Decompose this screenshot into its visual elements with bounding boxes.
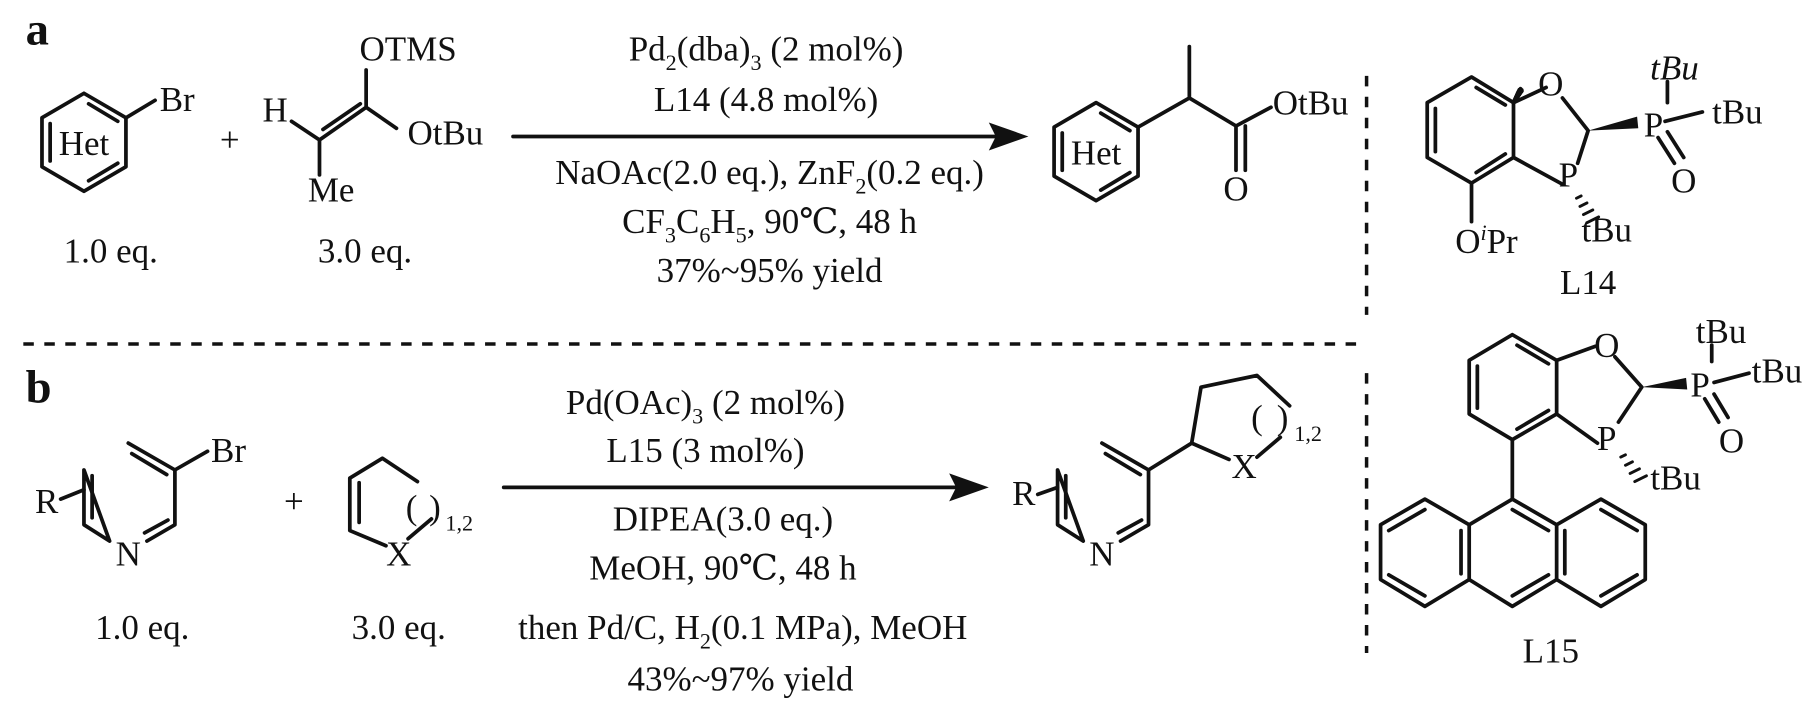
text-segment: DIPEA(3.0 eq.): [613, 500, 833, 539]
text-segment: (0.1 MPa), MeOH: [711, 608, 967, 647]
condition-ligand: L14 (4.8 mol%): [654, 80, 878, 119]
condition-solvent-temp: CF3C6H5, 90℃, 48 h: [622, 202, 917, 247]
hydrogen-label: H: [263, 90, 288, 129]
text-segment: then Pd/C, H: [518, 608, 700, 647]
plus-sign: +: [220, 121, 240, 160]
reactant2-equiv: 3.0 eq.: [318, 231, 412, 270]
subscript: 2: [700, 628, 711, 653]
het-ring-label: Het: [1071, 133, 1122, 172]
carbonyl-oxygen-label: O: [1223, 170, 1248, 209]
subscript: 2: [855, 174, 866, 199]
text-segment: (2 mol%): [762, 30, 904, 69]
ligand-l14: O P P O tBu tBu tBu OiPr L14: [1425, 48, 1763, 302]
isopropoxy-label: OiPr: [1455, 220, 1518, 261]
tbu-top-label: tBu: [1696, 312, 1747, 351]
subscript: 3: [692, 403, 703, 428]
text-segment: 43%~97% yield: [628, 659, 854, 698]
paren-close: ): [429, 488, 441, 527]
otbu-label: OtBu: [408, 114, 484, 153]
text-segment: C: [676, 202, 699, 241]
tbu-ring-label: tBu: [1582, 210, 1633, 249]
tbu-top-label: tBu: [1650, 48, 1699, 87]
subscript: 6: [699, 223, 710, 248]
ring-phosphorus-label: P: [1597, 419, 1616, 458]
condition-base: DIPEA(3.0 eq.): [613, 500, 833, 539]
condition-additives: NaOAc(2.0 eq.), ZnF2(0.2 eq.): [555, 153, 984, 198]
tbu-right-label: tBu: [1752, 351, 1803, 390]
panel-b-label: b: [26, 361, 52, 413]
text-segment: Pd(OAc): [566, 383, 692, 422]
paren-open: (: [1251, 398, 1263, 437]
methyl-label: Me: [308, 171, 355, 210]
ring-oxygen-label: O: [1594, 326, 1619, 365]
r-group-label: R: [35, 482, 59, 521]
het-ring-label: Het: [59, 124, 110, 163]
aryl-bromide-a: Br Het: [40, 80, 195, 194]
ring-oxygen-label: O: [1538, 65, 1563, 104]
bromo-label: Br: [160, 80, 195, 119]
subscript: 3: [665, 223, 676, 248]
cyclic-enol-ether: ( ) 1,2 X: [347, 456, 473, 574]
text-segment: NaOAc(2.0 eq.), ZnF: [555, 153, 855, 192]
text-segment: Pd: [629, 30, 666, 69]
phosphine-oxide-p-label: P: [1644, 105, 1663, 144]
text-segment: 37%~95% yield: [657, 251, 883, 290]
text-segment: (0.2 eq.): [866, 153, 984, 192]
ligand-name-l15: L15: [1523, 631, 1579, 670]
ester-label: OtBu: [1273, 83, 1349, 122]
condition-yield: 37%~95% yield: [657, 251, 883, 290]
subscript: 2: [666, 50, 677, 75]
panel-a-label: a: [26, 3, 49, 55]
tbu-ring-label: tBu: [1650, 459, 1701, 498]
bromopyridine: N Br R: [35, 431, 246, 574]
text-segment: CF: [622, 202, 665, 241]
ring-size-subscript: 1,2: [1294, 421, 1322, 446]
reactant2-equiv: 3.0 eq.: [352, 608, 446, 647]
ring-phosphorus-label: P: [1559, 156, 1578, 195]
text-segment: , 90℃, 48 h: [747, 202, 918, 241]
product-a: Het O OtBu: [1052, 44, 1349, 209]
tbu-right-label: tBu: [1712, 93, 1763, 132]
otms-label: OTMS: [360, 30, 457, 69]
subscript: 3: [751, 50, 762, 75]
heteroatom-label: X: [386, 535, 411, 574]
silyl-ketene-acetal: H Me OTMS OtBu: [263, 30, 484, 210]
condition-solvent-temp: MeOH, 90℃, 48 h: [589, 549, 857, 588]
phosphine-oxide-o-label: O: [1671, 161, 1696, 200]
condition-catalyst: Pd(OAc)3 (2 mol%): [566, 383, 845, 428]
paren-open: (: [406, 488, 418, 527]
condition-catalyst: Pd2(dba)3 (2 mol%): [629, 30, 904, 75]
reaction-arrow-b: [501, 473, 989, 502]
ring-size-subscript: 1,2: [445, 511, 473, 536]
heteroatom-label: X: [1232, 447, 1257, 486]
product-b: N R X ( ) 1,2: [1012, 373, 1322, 574]
text-segment: L14 (4.8 mol%): [654, 80, 878, 119]
phosphine-oxide-p-label: P: [1690, 365, 1709, 404]
text-segment: H: [710, 202, 735, 241]
nitrogen-label: N: [116, 535, 141, 574]
nitrogen-label: N: [1089, 535, 1114, 574]
text-segment: MeOH, 90℃, 48 h: [589, 549, 857, 588]
ligand-name-l14: L14: [1560, 263, 1616, 302]
reaction-arrow-a: [511, 122, 1029, 151]
condition-yield: 43%~97% yield: [628, 659, 854, 698]
text-segment: (dba): [677, 30, 751, 69]
text-segment: L15 (3 mol%): [606, 431, 804, 470]
condition-ligand: L15 (3 mol%): [606, 431, 804, 470]
ligand-l15: O P P O tBu tBu tBu L15: [1378, 312, 1803, 670]
reactant1-equiv: 1.0 eq.: [95, 608, 189, 647]
r-group-label: R: [1012, 474, 1036, 513]
text-segment: (2 mol%): [703, 383, 845, 422]
reactant1-equiv: 1.0 eq.: [64, 231, 158, 270]
paren-close: ): [1277, 398, 1289, 437]
condition-hydrogenation: then Pd/C, H2(0.1 MPa), MeOH: [518, 608, 967, 653]
subscript: 5: [736, 223, 747, 248]
plus-sign: +: [284, 482, 304, 521]
bromo-label: Br: [211, 431, 246, 470]
phosphine-oxide-o-label: O: [1719, 421, 1744, 460]
